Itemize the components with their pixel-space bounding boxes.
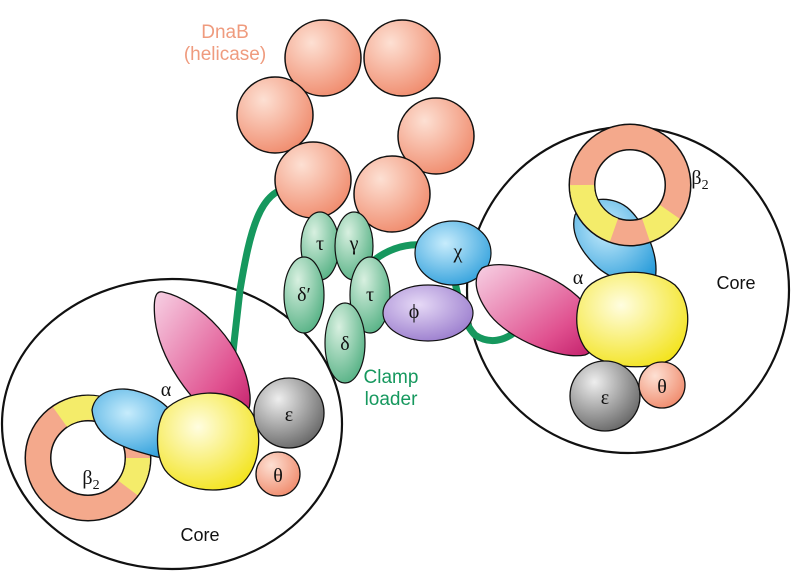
right-epsilon-label: ε [601, 387, 609, 409]
subunit-chi [414, 220, 492, 286]
left-theta-subunit [255, 451, 301, 497]
helicase-subunit [353, 155, 431, 233]
left-epsilon-label: ε [285, 404, 293, 426]
helicase-subunit [397, 97, 475, 175]
right-beta2-clamp [568, 123, 692, 247]
right-epsilon-subunit [569, 360, 641, 432]
helicase-subunit [236, 76, 314, 154]
clamp-loader [283, 211, 492, 384]
left-beta2-clamp [24, 394, 152, 522]
right-theta-label: θ [657, 376, 667, 398]
label-delta: δ [340, 333, 349, 355]
helicase-subunit [274, 141, 352, 219]
subunit-psi [382, 284, 474, 342]
subunit-delta-prime [283, 256, 325, 334]
left-core [24, 291, 325, 522]
label-delta-prime: δ′ [297, 284, 311, 306]
tether-left [226, 184, 294, 382]
helicase-name: DnaB [201, 22, 249, 43]
right-yellow-domain [576, 271, 689, 368]
left-alpha-label: α [161, 379, 172, 401]
left-core-boundary [0, 277, 344, 571]
left-core-label: Core [180, 525, 219, 545]
helicase-subtitle: (helicase) [184, 44, 266, 65]
clamp-loader-label-1: Clamp [364, 367, 419, 388]
label-chi: χ [453, 241, 463, 263]
right-beta-label: β2 [691, 167, 708, 193]
label-tau-top: τ [316, 233, 324, 255]
label-tau-bottom: τ [366, 284, 374, 306]
subunit-delta [324, 302, 366, 384]
dnab-helicase [236, 19, 475, 233]
helicase-subunit [284, 19, 362, 97]
subunit-tau-bottom [349, 256, 391, 334]
left-theta-label: θ [273, 465, 283, 487]
right-alpha-label: α [573, 267, 584, 289]
left-yellow-domain [156, 392, 260, 491]
right-alpha-subunit [475, 264, 598, 357]
right-theta-subunit [638, 361, 686, 409]
left-epsilon-subunit [253, 377, 325, 449]
tether-right [368, 241, 519, 345]
left-beta-label: β2 [82, 467, 99, 493]
label-gamma: γ [349, 233, 359, 255]
helicase-subunit [363, 19, 441, 97]
label-psi: ϕ [409, 301, 420, 323]
right-core [475, 123, 692, 432]
clamp-loader-label-2: loader [365, 389, 418, 410]
right-core-label: Core [716, 273, 755, 293]
